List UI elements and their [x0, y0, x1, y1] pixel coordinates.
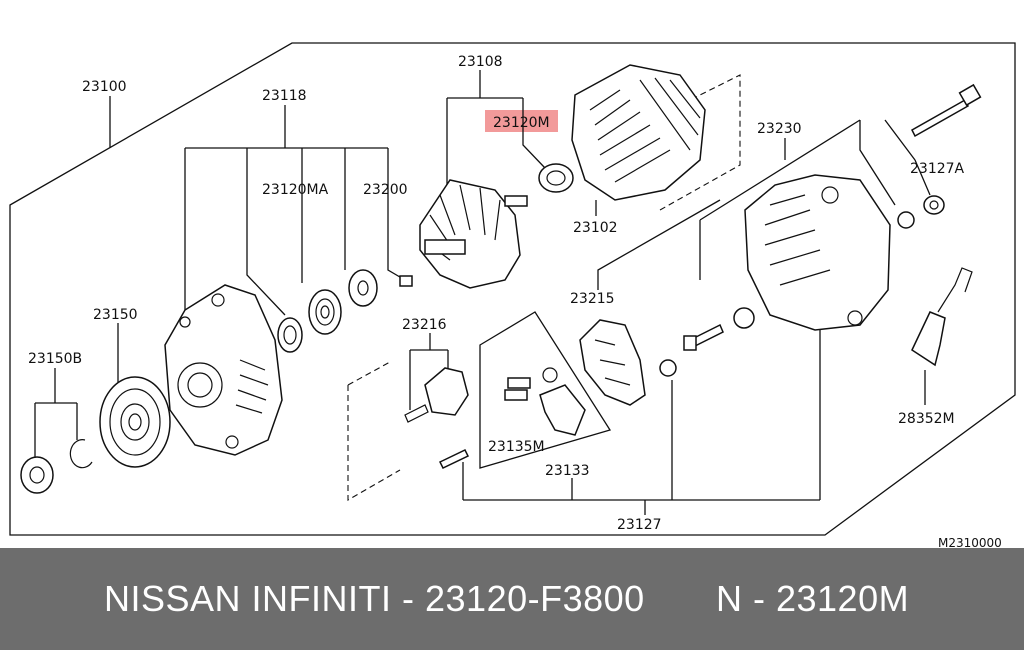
label-23120MA: 23120MA [262, 182, 329, 198]
label-23230: 23230 [757, 121, 802, 137]
front-housing [164, 284, 283, 456]
label-23100: 23100 [82, 79, 127, 95]
label-28352M: 28352M [898, 411, 955, 427]
label-23150: 23150 [93, 307, 138, 323]
stator [571, 64, 706, 201]
caption-ref-code: N - 23120M [716, 578, 910, 619]
small-screw [399, 275, 413, 287]
rear-cover [744, 174, 891, 331]
alternator-parts-diagram: 23100 23108 23118 23120M 23120MA 23200 2… [9, 42, 1016, 548]
label-23120M: 23120M [493, 115, 550, 131]
caption-bar: NISSAN INFINITI - 23120-F3800 N - 23120M [0, 548, 1024, 650]
label-23102: 23102 [573, 220, 618, 236]
nut [659, 359, 677, 377]
highlight-box [485, 110, 558, 132]
caption-part-number: NISSAN INFINITI - 23120-F3800 [104, 578, 645, 619]
rear-bearing [538, 163, 574, 193]
label-23200: 23200 [363, 182, 408, 198]
label-23108: 23108 [458, 54, 503, 70]
label-23135M: 23135M [488, 439, 545, 455]
label-23150B: 23150B [28, 351, 82, 367]
nut-small [897, 211, 915, 229]
leader-lines [34, 70, 931, 515]
snap-ring [69, 439, 93, 469]
figure-code: M2310000 [938, 536, 1002, 548]
spacer-ring [277, 317, 303, 353]
bearing-retainer [348, 269, 378, 307]
label-23127: 23127 [617, 517, 662, 533]
label-23118: 23118 [262, 88, 307, 104]
terminal-harness [911, 267, 973, 367]
part-labels: 23100 23108 23118 23120M 23120MA 23200 2… [28, 54, 1002, 548]
label-23215: 23215 [570, 291, 615, 307]
bolt [683, 323, 724, 351]
regulator [404, 367, 469, 423]
brush-holder [504, 367, 586, 436]
label-23127A: 23127A [910, 161, 965, 177]
front-bearing [308, 289, 342, 335]
washer-small [923, 195, 945, 215]
insulator [733, 307, 755, 329]
dashed-guides [347, 74, 741, 501]
label-23216: 23216 [402, 317, 447, 333]
diagram-frame [9, 42, 1016, 536]
bolt-23127 [438, 449, 470, 469]
through-bolt [911, 83, 982, 138]
rotor [419, 179, 528, 289]
label-23133: 23133 [545, 463, 590, 479]
rectifier [579, 319, 646, 406]
pulley-nut [20, 456, 54, 494]
pulley [99, 376, 171, 468]
